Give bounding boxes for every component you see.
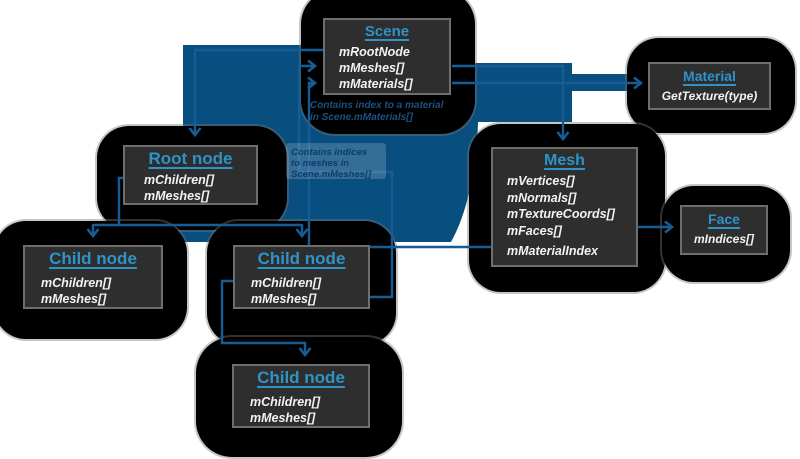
field-child1-mchildren: mChildren[] — [41, 276, 112, 290]
edge-child2-meshes-to-scene-meshes — [297, 59, 394, 299]
node-title-face: Face — [708, 211, 740, 227]
field-scene-mmaterials: mMaterials[] — [339, 77, 413, 91]
node-title-scene: Scene — [364, 23, 410, 40]
edge-scene-rootnode-to-root — [188, 48, 323, 138]
field-gettexture: GetTexture(type) — [661, 89, 758, 103]
field-mfaces: mFaces[] — [507, 223, 562, 238]
field-mnormals: mNormals[] — [507, 190, 577, 205]
field-child2-mmeshes: mMeshes[] — [251, 292, 317, 306]
node-title-child2: Child node — [257, 249, 346, 268]
field-child2-mchildren: mChildren[] — [251, 276, 322, 290]
node-box-root: Root node mChildren[] mMeshes[] — [123, 145, 258, 205]
edge-child2-children-to-child3 — [220, 279, 312, 358]
node-box-material: Material GetTexture(type) — [648, 62, 771, 110]
field-mtexturecoords: mTextureCoords[] — [507, 207, 615, 221]
node-box-mesh: Mesh mVertices[] mNormals[] mTextureCoor… — [491, 147, 638, 267]
note-mesh-indices: Contains indices to meshes in Scene.mMes… — [291, 147, 372, 180]
edge-materialindex-to-scene-materials — [307, 76, 491, 249]
field-child1-mmeshes: mMeshes[] — [41, 292, 107, 306]
node-box-child3: Child node mChildren[] mMeshes[] — [232, 364, 370, 428]
node-title-root: Root node — [148, 149, 233, 168]
edge-scene-meshes-to-mesh — [452, 64, 570, 142]
field-scene-mmeshes: mMeshes[] — [339, 61, 405, 75]
field-root-mmeshes: mMeshes[] — [144, 189, 210, 203]
node-box-child1: Child node mChildren[] mMeshes[] — [23, 245, 163, 309]
node-title-child1: Child node — [49, 249, 137, 268]
field-mmaterialindex: mMaterialIndex — [507, 244, 599, 258]
node-title-mesh: Mesh — [544, 152, 585, 169]
field-mrootnode: mRootNode — [339, 45, 410, 59]
field-mvertices: mVertices[] — [507, 174, 575, 188]
note-backdrop — [286, 143, 386, 179]
node-box-child2: Child node mChildren[] mMeshes[] — [233, 245, 370, 309]
note-material-index: Contains index to a material in Scene.mM… — [310, 100, 444, 123]
node-box-scene: Scene mRootNode mMeshes[] mMaterials[] — [323, 18, 451, 95]
field-child3-mmeshes: mMeshes[] — [250, 411, 316, 425]
node-box-face: Face mIndices[] — [680, 205, 768, 255]
field-child3-mchildren: mChildren[] — [250, 395, 321, 409]
node-title-child3: Child node — [257, 368, 345, 387]
field-mindices: mIndices[] — [693, 232, 754, 246]
node-title-material: Material — [683, 68, 736, 84]
field-root-mchildren: mChildren[] — [144, 173, 215, 187]
